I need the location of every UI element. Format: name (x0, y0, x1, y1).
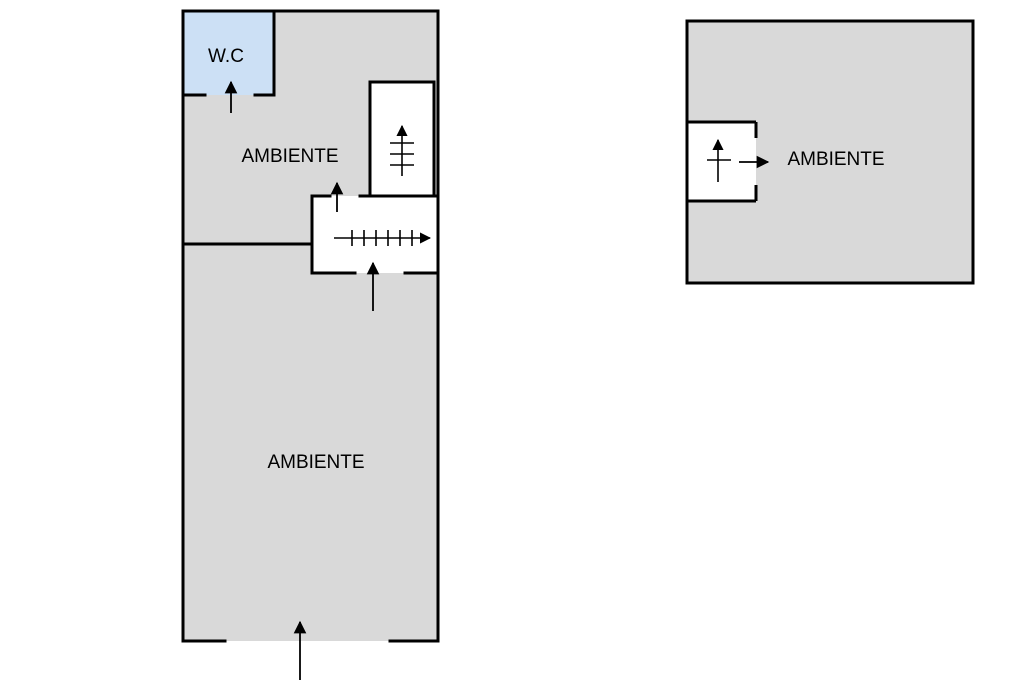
upper-floor-plan: AMBIENTE (685, 19, 975, 285)
door-arrows (224, 80, 380, 680)
lower-floor-plan: W.C AMBIENTE AMBIENTE (181, 9, 440, 680)
upper-walls (685, 21, 758, 283)
main-room-label: AMBIENTE (267, 452, 364, 473)
upper-room-label: AMBIENTE (241, 146, 338, 167)
lower-walls (181, 9, 440, 643)
stair-landing (312, 196, 438, 273)
stair-up-arrow (707, 138, 731, 182)
upper-floor-room-label: AMBIENTE (787, 149, 884, 170)
stair-landing-arrow (334, 230, 432, 246)
stair-up-arrow (390, 124, 414, 176)
upper-floor-area (685, 19, 975, 285)
wc-label: W.C (208, 46, 244, 67)
